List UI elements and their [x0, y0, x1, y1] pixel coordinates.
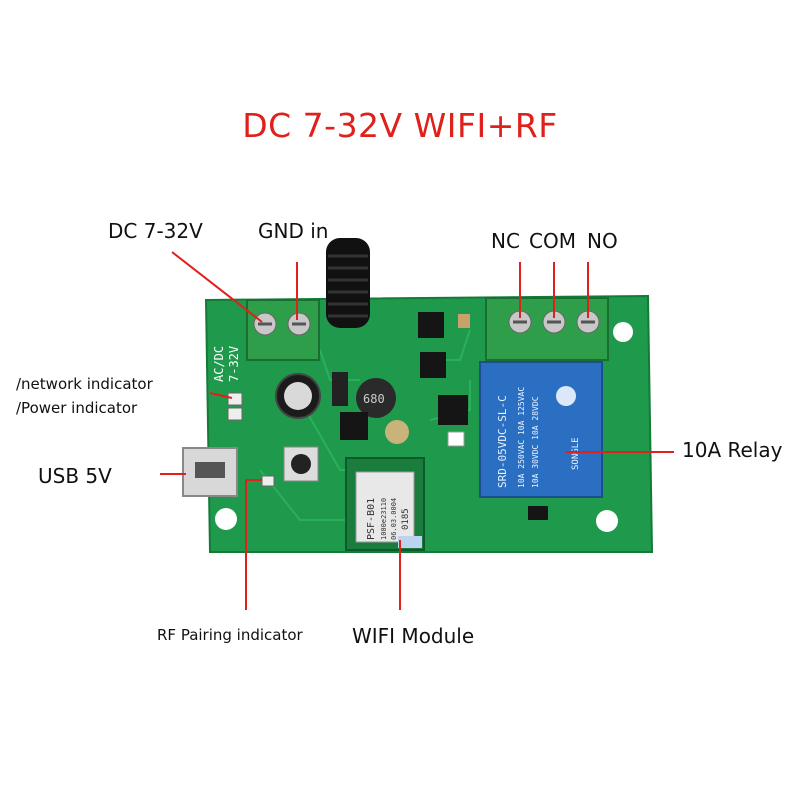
- pointer-network: [209, 392, 233, 399]
- inductor: 680: [356, 378, 396, 418]
- ic-chip: [438, 395, 468, 425]
- page-title: DC 7-32V WIFI+RF: [242, 106, 558, 145]
- pointer-dc-in: [171, 251, 263, 323]
- smd-component: [458, 314, 470, 328]
- relay-terminal-block: [485, 297, 609, 361]
- label-dc-in: DC 7-32V: [108, 219, 203, 243]
- mount-hole: [215, 508, 237, 530]
- module-id-text: PSF-B01: [366, 498, 377, 540]
- buzzer-capacitor: [385, 420, 409, 444]
- rf-pairing-led: [261, 475, 275, 487]
- board-label-acdc: AC/DC: [212, 346, 226, 382]
- label-power-indicator: /Power indicator: [16, 399, 138, 417]
- relay-model-text: SRD-05VDC-SL-C: [496, 395, 509, 488]
- pointer-rf-pairing: [245, 479, 262, 610]
- label-usb: USB 5V: [38, 464, 112, 488]
- inductor-label: 680: [363, 392, 385, 406]
- label-no: NO: [587, 229, 618, 253]
- ic-chip: [340, 412, 368, 440]
- label-rf-pairing: RF Pairing indicator: [157, 626, 303, 644]
- wifi-module-component: PSF-B01 1000e23110 06.03.0004 0185: [345, 457, 425, 551]
- label-wifi-module: WIFI Module: [352, 624, 475, 648]
- relay-component: SRD-05VDC-SL-C 10A 250VAC 10A 125VAC 10A…: [479, 361, 603, 498]
- module-num-text: 0185: [401, 508, 411, 530]
- pairing-button: [283, 446, 319, 482]
- mount-hole: [596, 510, 618, 532]
- usb-port: [182, 447, 238, 497]
- pointer-lines: [160, 251, 674, 610]
- label-network-indicator: /network indicator: [16, 375, 153, 393]
- rf-antenna: [326, 238, 370, 328]
- power-terminal-block: [246, 299, 320, 361]
- relay-rating-text: 10A 250VAC 10A 125VAC: [517, 387, 526, 488]
- label-gnd-in: GND in: [258, 219, 329, 243]
- label-nc: NC: [491, 229, 520, 253]
- relay-brand-text: SONGLE: [571, 437, 581, 470]
- ic-chip: [418, 312, 444, 338]
- smd-component: [447, 431, 465, 447]
- network-led: [227, 392, 243, 406]
- relay-rating-text: 10A 30VDC 10A 28VDC: [531, 396, 540, 488]
- module-date-text: 06.03.0004: [390, 498, 398, 540]
- ic-chip: [420, 352, 446, 378]
- power-led: [227, 407, 243, 421]
- smd-component: [528, 506, 548, 520]
- label-com: COM: [529, 229, 576, 253]
- mount-hole: [613, 322, 633, 342]
- diode: [332, 372, 348, 406]
- electrolytic-capacitor: [275, 373, 321, 419]
- board-label-voltage: 7-32V: [227, 346, 241, 382]
- label-relay: 10A Relay: [682, 438, 783, 462]
- module-code-text: 1000e23110: [380, 498, 388, 540]
